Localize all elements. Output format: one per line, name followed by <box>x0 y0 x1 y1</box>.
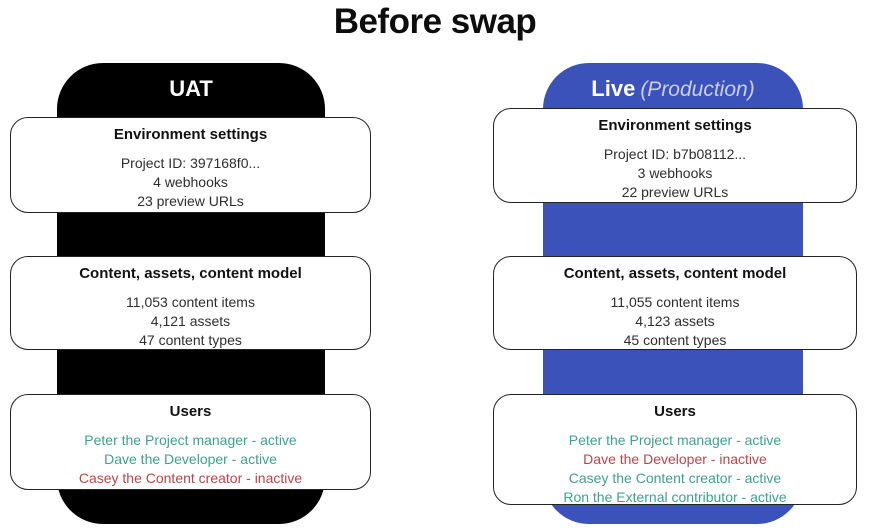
uat-environment-settings-card: Environment settings Project ID: 397168f… <box>10 117 371 213</box>
diagram-title: Before swap <box>333 2 537 41</box>
card-body: Project ID: b7b08112... 3 webhooks 22 pr… <box>494 145 856 202</box>
card-body: Project ID: 397168f0... 4 webhooks 23 pr… <box>11 154 370 211</box>
card-title: Users <box>654 403 696 420</box>
uat-pillar-label: UAT <box>57 63 325 102</box>
user-status-line: Dave the Developer - inactive <box>583 451 767 467</box>
content-types-count: 47 content types <box>139 332 242 348</box>
uat-environment-name: UAT <box>169 76 213 101</box>
user-status-line: Casey the Content creator - inactive <box>78 470 303 486</box>
card-body: 11,053 content items 4,121 assets 47 con… <box>11 293 370 350</box>
card-title: Users <box>169 403 212 420</box>
card-title: Environment settings <box>113 126 268 143</box>
card-title: Environment settings <box>598 117 752 134</box>
card-body: Peter the Project manager - active Dave … <box>494 431 856 507</box>
assets-count: 4,121 assets <box>150 313 231 329</box>
assets-count: 4,123 assets <box>635 313 715 329</box>
preview-urls-count: 22 preview URLs <box>621 184 729 200</box>
project-id-value: Project ID: b7b08112... <box>603 146 747 162</box>
card-body: 11,055 content items 4,123 assets 45 con… <box>494 293 856 350</box>
live-environment-name: Live <box>591 76 636 101</box>
live-content-card: Content, assets, content model 11,055 co… <box>493 256 857 350</box>
live-users-card: Users Peter the Project manager - active… <box>493 394 857 505</box>
live-pillar-label: Live(Production) <box>543 63 803 103</box>
user-status-line: Dave the Developer - active <box>104 451 277 467</box>
webhooks-count: 4 webhooks <box>153 174 228 190</box>
user-status-line: Peter the Project manager - active <box>84 432 297 448</box>
live-environment-suffix: (Production) <box>640 78 755 101</box>
content-types-count: 45 content types <box>623 332 727 348</box>
preview-urls-count: 23 preview URLs <box>137 193 244 209</box>
user-status-line: Casey the Content creator - active <box>568 470 782 486</box>
content-items-count: 11,053 content items <box>126 294 255 310</box>
webhooks-count: 3 webhooks <box>637 165 713 181</box>
content-items-count: 11,055 content items <box>610 294 740 310</box>
card-body: Peter the Project manager - active Dave … <box>11 431 370 488</box>
live-environment-settings-card: Environment settings Project ID: b7b0811… <box>493 108 857 203</box>
project-id-value: Project ID: 397168f0... <box>120 155 261 171</box>
card-title: Content, assets, content model <box>79 265 302 282</box>
card-title: Content, assets, content model <box>563 265 787 282</box>
user-status-line: Ron the External contributor - active <box>563 489 787 505</box>
uat-users-card: Users Peter the Project manager - active… <box>10 394 371 490</box>
user-status-line: Peter the Project manager - active <box>568 432 782 448</box>
uat-content-card: Content, assets, content model 11,053 co… <box>10 256 371 350</box>
